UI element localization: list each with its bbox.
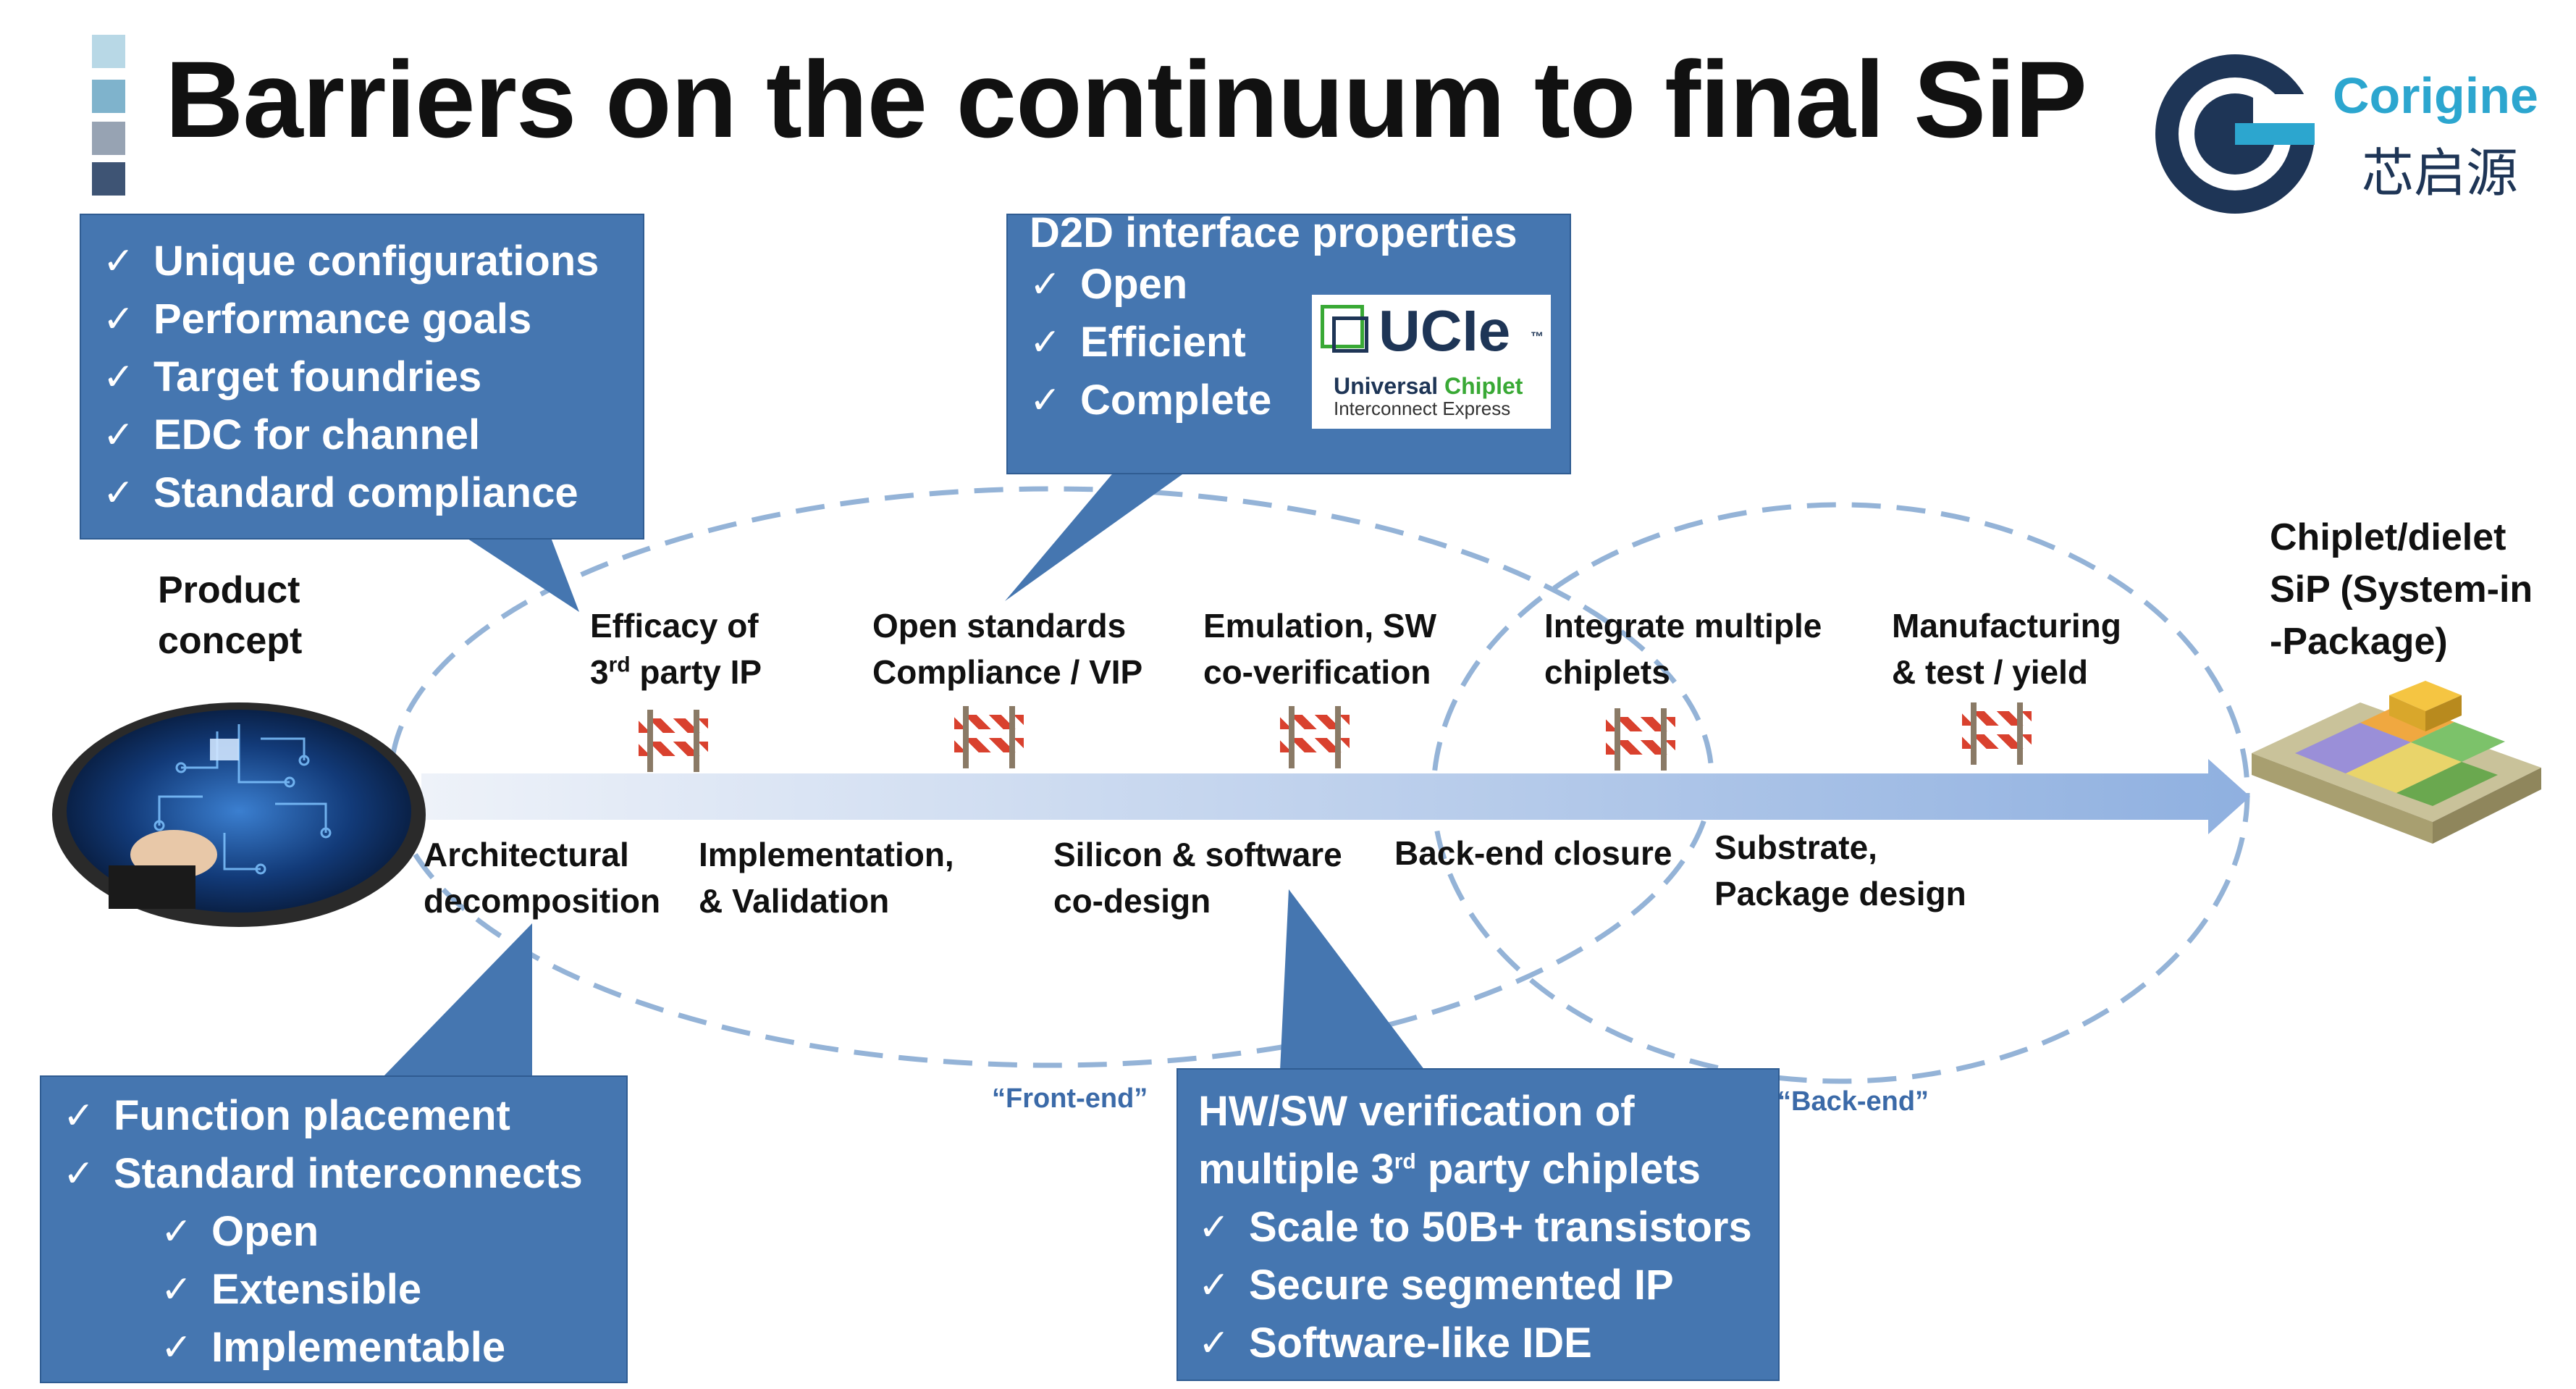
continuum-arrow <box>421 759 2250 834</box>
d2d-title: D2D interface properties <box>1030 209 1518 256</box>
check-icon: ✓ <box>1198 1207 1230 1249</box>
check-icon: ✓ <box>103 356 135 398</box>
check-subitem: ✓Extensible <box>63 1261 626 1319</box>
callout-box-d2d: D2D interface properties ✓Open ✓Efficien… <box>1006 209 1571 474</box>
pointer-top-left <box>463 536 579 612</box>
check-subitem: ✓Implementable <box>63 1319 626 1377</box>
check-icon: ✓ <box>1030 379 1061 421</box>
top-stage-5: Manufacturing& test / yield <box>1892 607 2121 691</box>
accent-square-4 <box>92 162 125 196</box>
bottom-stage-4: Back-end closure <box>1394 834 1672 872</box>
check-item: ✓Performance goals <box>103 290 643 348</box>
corigine-logo-text: Corigine <box>2333 67 2538 124</box>
check-icon: ✓ <box>1198 1264 1230 1306</box>
check-item: ✓Complete <box>1030 372 1570 429</box>
callout-box-placement: ✓Function placement ✓Standard interconne… <box>40 1075 628 1383</box>
accent-square-1 <box>92 35 125 68</box>
check-item: ✓Standard interconnects <box>63 1145 626 1203</box>
check-icon: ✓ <box>103 414 135 456</box>
top-stage-1: Efficacy of 3rd party IP <box>590 607 762 691</box>
check-icon: ✓ <box>161 1327 193 1369</box>
barrier-icon-3 <box>1273 706 1357 768</box>
barrier-icon-2 <box>947 706 1031 768</box>
bottom-stage-5: Substrate,Package design <box>1714 828 1966 912</box>
check-icon: ✓ <box>1030 264 1061 306</box>
check-item: ✓Target foundries <box>103 348 643 406</box>
check-item: ✓EDC for channel <box>103 406 643 464</box>
verification-title-1: HW/SW verification of <box>1198 1088 1635 1135</box>
page-title: Barriers on the continuum to final SiP <box>165 38 2087 160</box>
accent-square-2 <box>92 80 125 113</box>
check-icon: ✓ <box>161 1211 193 1253</box>
barrier-icon-1 <box>631 710 715 772</box>
back-end-label: “Back-end” <box>1777 1086 1929 1117</box>
check-subitem: ✓Open <box>63 1203 626 1261</box>
check-item: ✓Unique configurations <box>103 232 643 290</box>
check-icon: ✓ <box>63 1153 95 1195</box>
pointer-top-center <box>1005 471 1187 601</box>
check-icon: ✓ <box>63 1095 95 1137</box>
verification-title-2: multiple 3rd party chiplets <box>1198 1146 1701 1193</box>
ucie-logo: UCIe ™ Universal Chiplet Interconnect Ex… <box>1312 295 1551 429</box>
sip-package-image <box>2252 681 2541 844</box>
barrier-icon-5 <box>1955 702 2039 765</box>
check-icon: ✓ <box>103 240 135 282</box>
check-icon: ✓ <box>161 1269 193 1311</box>
callout-box-requirements: ✓Unique configurations ✓Performance goal… <box>80 214 644 540</box>
check-icon: ✓ <box>1198 1322 1230 1364</box>
check-icon: ✓ <box>103 472 135 514</box>
check-item: ✓Secure segmented IP <box>1198 1256 1778 1314</box>
check-item: ✓Software-like IDE <box>1198 1314 1778 1372</box>
callout-box-verification: HW/SW verification of multiple 3rd party… <box>1177 1068 1780 1381</box>
corigine-logo-icon <box>2152 51 2318 217</box>
product-concept-label: Product concept <box>158 569 303 662</box>
bottom-stage-2: Implementation,& Validation <box>699 836 954 920</box>
pointer-bottom-center <box>1280 889 1425 1070</box>
check-item: ✓Standard compliance <box>103 464 643 522</box>
check-item: ✓Function placement <box>63 1087 626 1145</box>
accent-square-3 <box>92 122 125 155</box>
check-item: ✓Scale to 50B+ transistors <box>1198 1199 1778 1256</box>
corigine-logo-cn: 芯启源 <box>2362 143 2519 203</box>
sip-label: Chiplet/dielet SiP (System-in -Package) <box>2270 516 2533 663</box>
check-item: ✓Efficient <box>1030 314 1570 372</box>
barrier-icon-4 <box>1599 708 1683 771</box>
ucie-mark-icon <box>1321 305 1364 348</box>
check-icon: ✓ <box>103 298 135 340</box>
check-item: ✓Open <box>1030 256 1570 314</box>
front-end-label: “Front-end” <box>992 1083 1148 1114</box>
check-icon: ✓ <box>1030 322 1061 364</box>
pointer-bottom-left <box>382 923 532 1078</box>
